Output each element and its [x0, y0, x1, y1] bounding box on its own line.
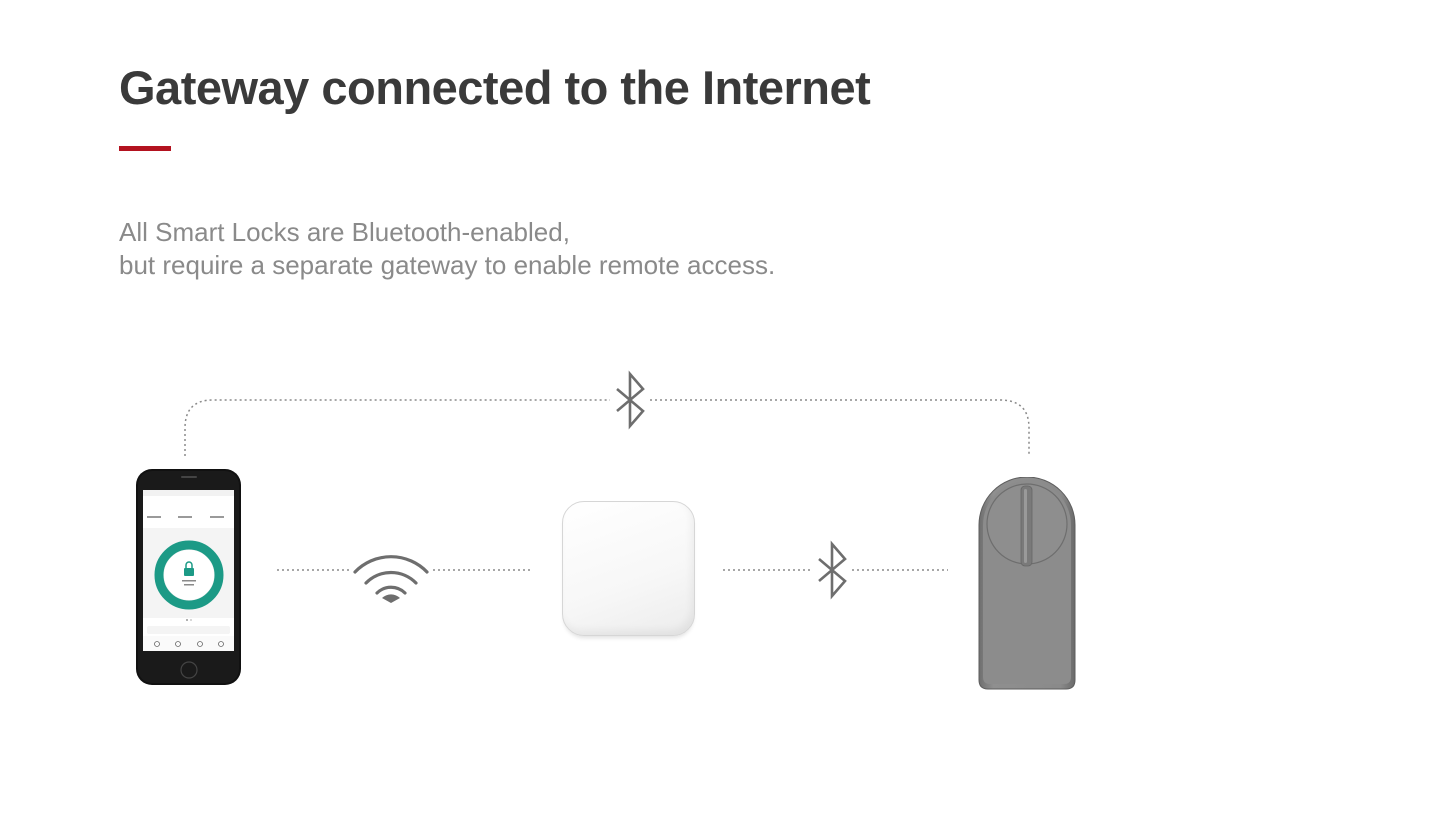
subtitle-line-2: but require a separate gateway to enable…: [119, 250, 776, 280]
wifi-icon: [353, 555, 429, 603]
smart-lock-image: [978, 477, 1076, 690]
bluetooth-icon: [818, 540, 847, 600]
top-bluetooth-link: [184, 399, 1030, 456]
app-lock-ring: [154, 540, 224, 610]
bluetooth-icon: [616, 370, 645, 430]
subtitle-line-1: All Smart Locks are Bluetooth-enabled,: [119, 217, 570, 247]
page-title: Gateway connected to the Internet: [119, 61, 871, 114]
subtitle: All Smart Locks are Bluetooth-enabled, b…: [119, 216, 775, 282]
title-accent-bar: [119, 146, 171, 151]
smartphone-image: [136, 469, 241, 685]
gateway-device: [562, 501, 695, 636]
